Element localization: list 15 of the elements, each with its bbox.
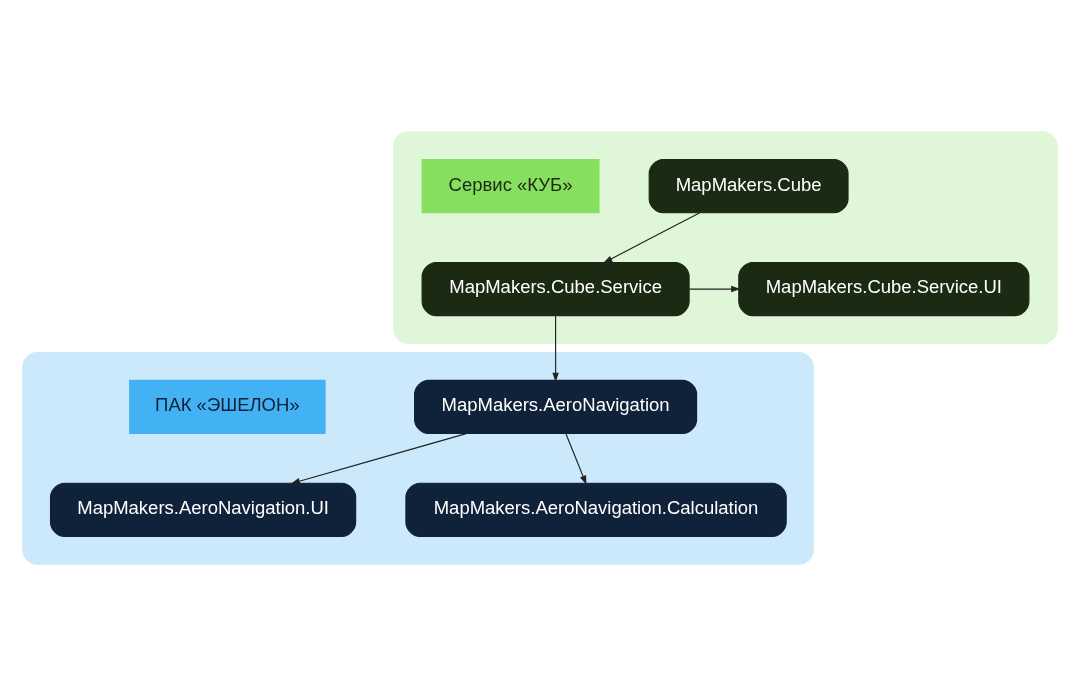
arrow [552,315,559,382]
arrow [290,433,467,485]
node-box: MapMakers.AeroNavigation.Calculation [405,482,787,537]
arrow [603,212,700,264]
node-box: MapMakers.Cube.Service.UI [738,261,1030,317]
arrow [688,285,741,293]
arrow [565,433,587,485]
node-box: Сервис «КУБ» [421,159,600,214]
node-box: MapMakers.AeroNavigation.UI [49,482,357,537]
node-box: MapMakers.AeroNavigation [414,379,698,435]
node-box: ПАК «ЭШЕЛОН» [129,379,326,435]
node-box: MapMakers.Cube.Service [421,261,690,317]
cluster [393,131,1058,344]
cluster [22,352,814,565]
node-box: MapMakers.Cube [648,159,849,214]
